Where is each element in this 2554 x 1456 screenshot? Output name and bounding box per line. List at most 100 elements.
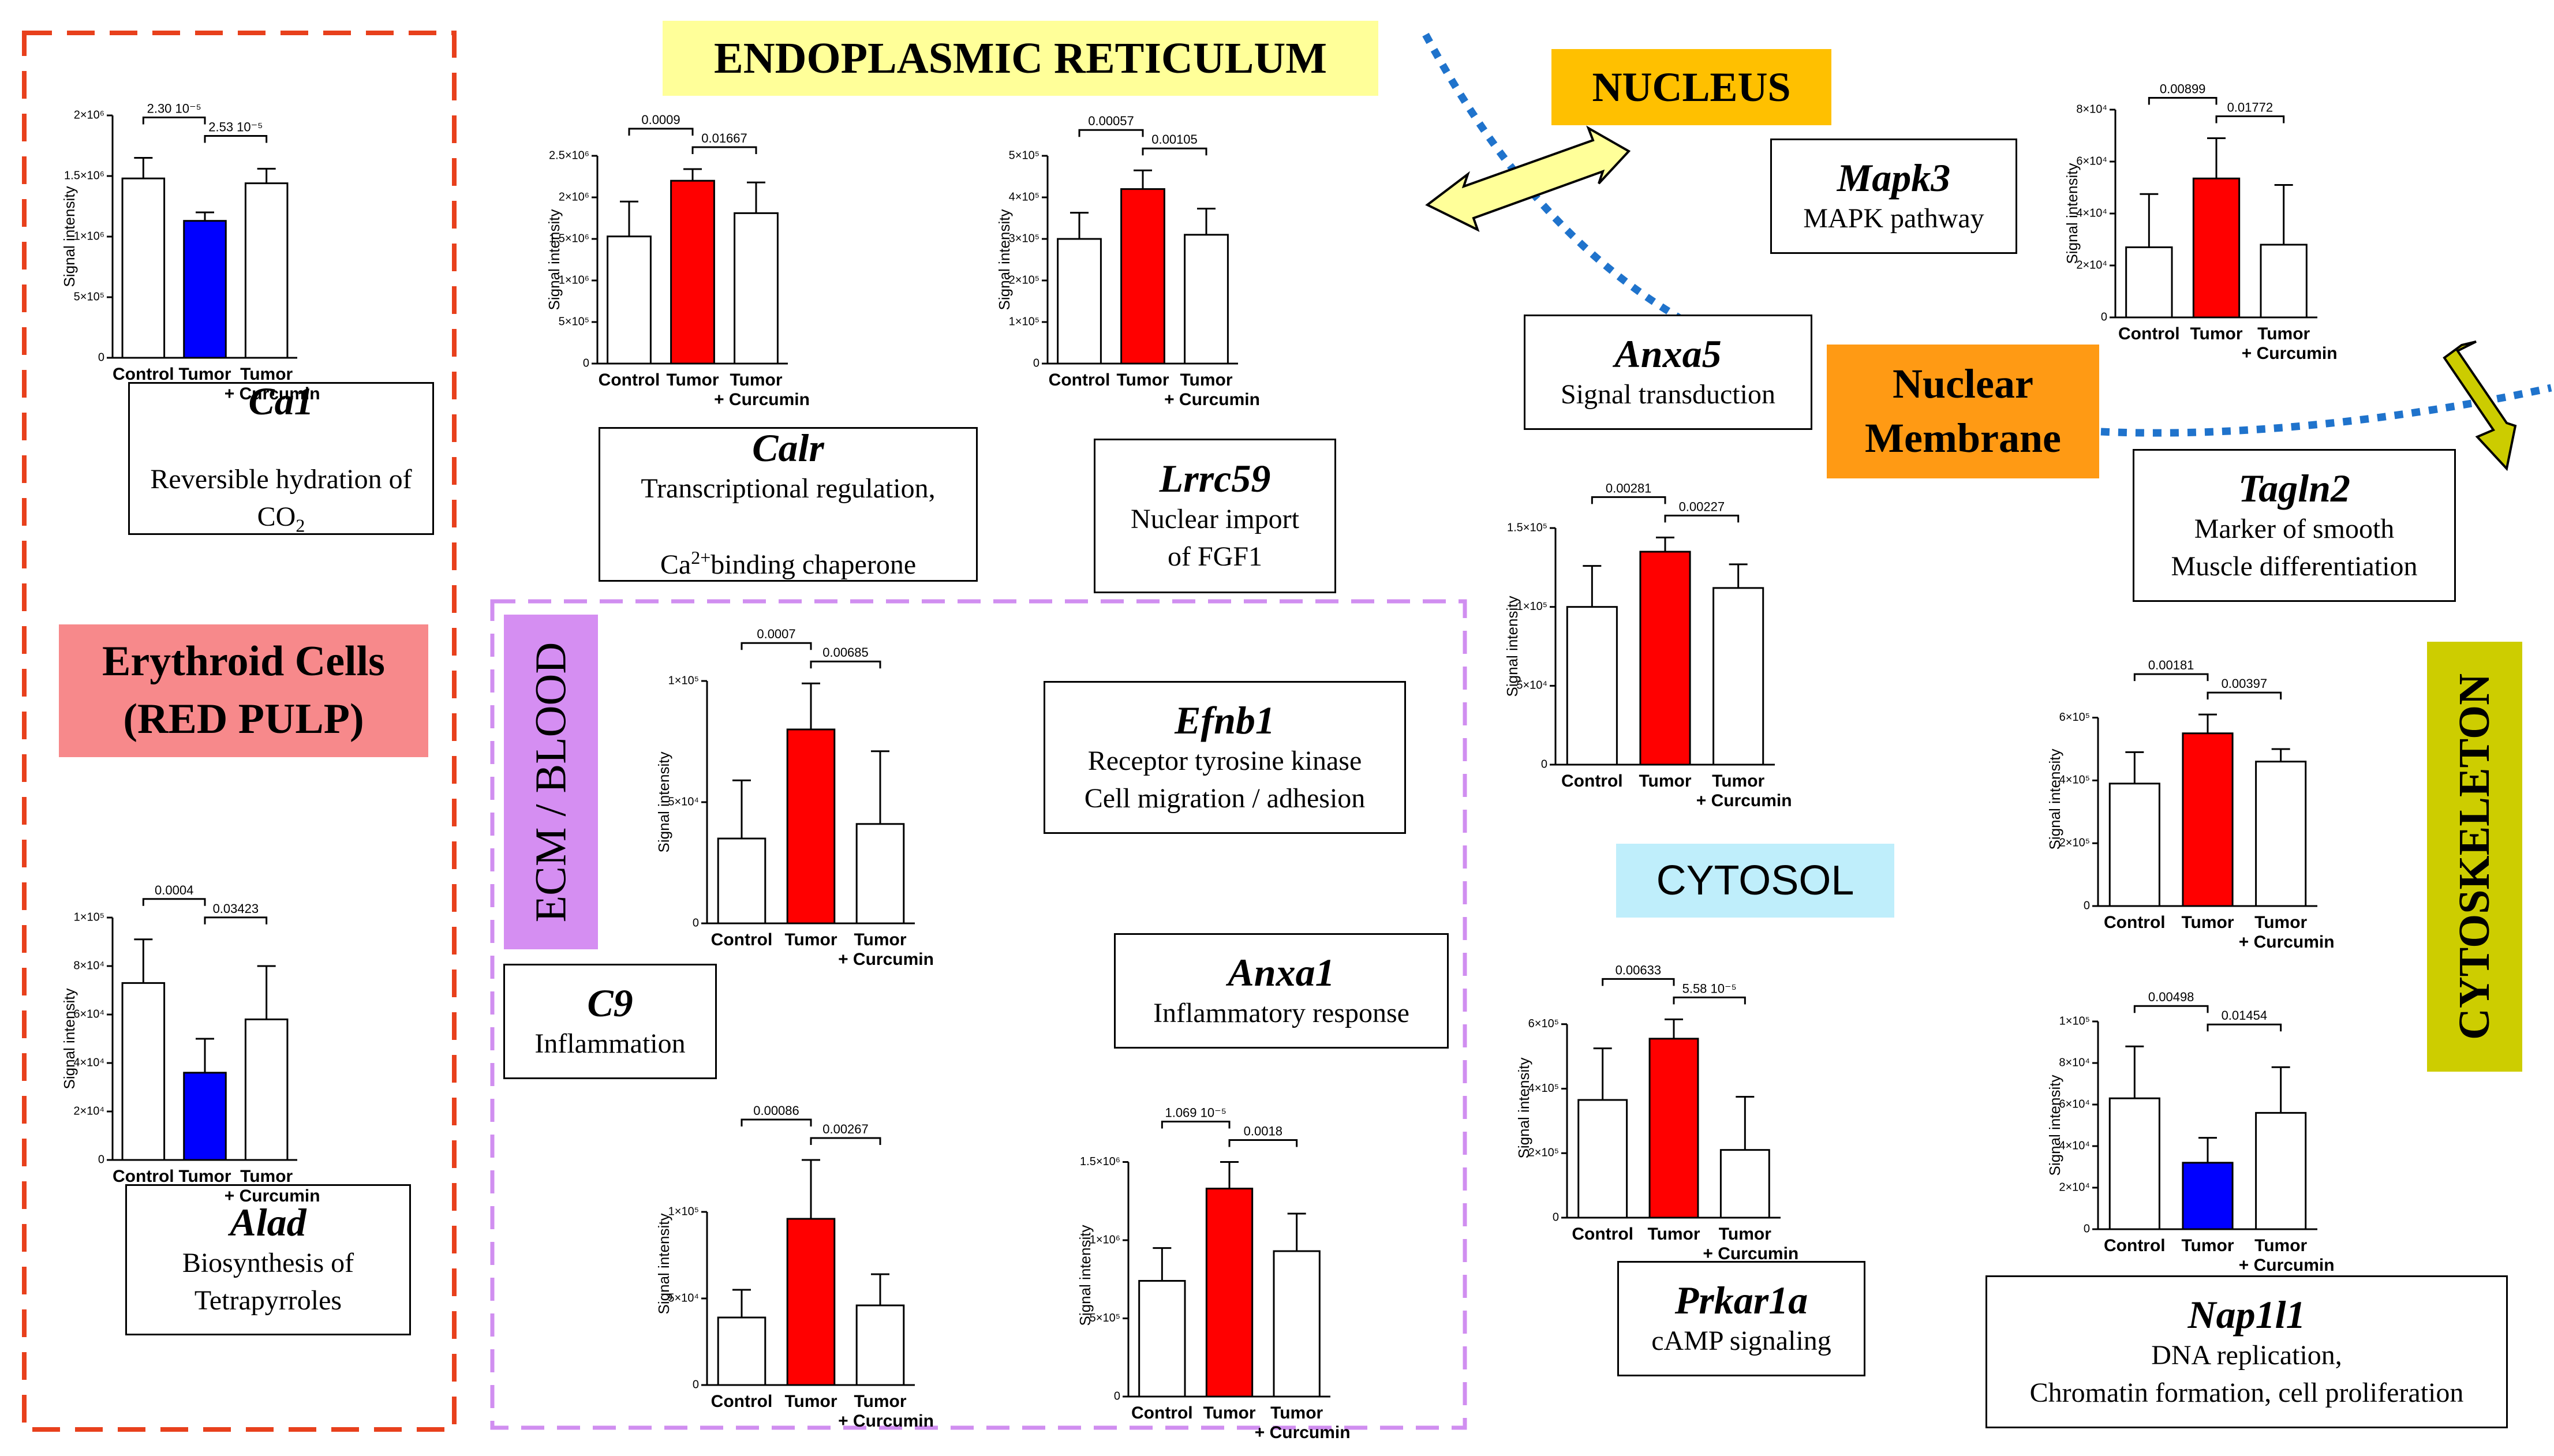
p-value-label: 0.03423 [213,901,259,916]
significance-bracket [1673,996,1746,1005]
x-tick-label: Tumor [240,1167,293,1186]
y-tick-label: 1×10⁵ [1517,600,1547,613]
bar-chart-calr: Signal intensity05×10⁵1×10⁶1.5×10⁶2×10⁶2… [545,113,810,409]
gene-name: Anxa5 [1614,331,1722,376]
x-tick-label: + Curcumin [1255,1423,1351,1442]
y-tick-label: 4×10⁵ [2059,774,2090,787]
significance-bracket [2133,1005,2209,1013]
y-tick-label: 0 [98,1153,104,1166]
y-axis-label: Signal intensity [655,752,672,853]
x-tick-label: Control [711,1392,773,1411]
y-tick-label: 0 [1114,1390,1120,1402]
bar-tumor-curcumin [1184,234,1229,365]
gene-description-superscript: 2+ [691,547,711,568]
significance-bracket [1591,496,1666,504]
y-tick-label: 5×10⁵ [1009,149,1039,162]
significance-bracket [2207,691,2282,700]
x-tick-label: Tumor [854,1392,906,1411]
bar-chart-nap1l1: Signal intensity02×10⁴4×10⁴6×10⁴8×10⁴1×1… [2046,990,2335,1275]
y-tick-label: 4×10⁴ [73,1056,104,1069]
y-axis-label: Signal intensity [545,209,563,310]
y-tick-label: 0 [98,351,104,364]
y-tick-label: 1×10⁵ [74,911,104,923]
x-tick-label: Tumor [1203,1403,1255,1423]
x-tick-label: Tumor [730,370,782,390]
y-tick-label: 0 [2084,899,2090,912]
gene-description-text: Reversible hydration of CO [150,464,412,532]
significance-bracket [2133,673,2209,682]
bar-tumor [1648,1038,1699,1219]
x-tick-label: + Curcumin [2242,344,2338,363]
p-value-label: 0.00105 [1151,132,1198,147]
bar-tumor [1205,1188,1254,1398]
gene-box-prkar1a: Prkar1a cAMP signaling [1617,1261,1865,1376]
y-tick-label: 2.5×10⁶ [549,149,589,162]
p-value-label: 0.0004 [155,883,193,897]
bar-tumor-curcumin [2255,761,2307,907]
x-tick-label: Tumor [2181,913,2234,932]
y-tick-label: 6×10⁵ [1528,1017,1559,1030]
gene-box-anxa5: Anxa5 Signal transduction [1524,315,1812,430]
gene-description: Inflammation [534,1028,686,1059]
x-tick-label: Tumor [240,365,293,384]
bar-control [717,1316,766,1386]
x-tick-label: + Curcumin [2239,1256,2335,1275]
y-tick-label: 5×10⁵ [74,290,104,303]
p-value-label: 0.00057 [1088,114,1134,128]
y-tick-label: 8×10⁴ [2059,1056,2090,1069]
x-tick-label: Control [599,370,660,390]
significance-bracket [1161,1121,1231,1129]
gene-box-c9: C9 Inflammation [503,964,717,1079]
y-tick-label: 0 [2101,310,2107,323]
p-value-label: 0.00498 [2148,990,2194,1004]
gene-description: MAPK pathway [1803,203,1984,234]
significance-bracket [1142,147,1207,156]
y-tick-label: 1.5×10⁶ [1080,1155,1120,1168]
gene-description: DNA replication, Chromatin formation, ce… [2029,1339,2464,1408]
chart-body: Signal intensity02×10⁴4×10⁴6×10⁴8×10⁴1×1… [2046,990,2335,1275]
y-tick-label: 6×10⁴ [2059,1098,2090,1110]
significance-bracket [2215,115,2285,123]
x-tick-label: Tumor [854,930,906,949]
x-tick-label: Control [2118,324,2180,343]
y-axis-label: Signal intensity [1515,1058,1532,1159]
significance-bracket [1602,978,1675,986]
bar-tumor-curcumin [244,182,289,359]
bar-control [1566,606,1618,766]
x-tick-label: + Curcumin [225,384,320,403]
x-tick-label: Control [711,930,773,949]
x-tick-label: + Curcumin [1703,1244,1798,1263]
bar-tumor [2182,732,2234,907]
significance-bracket [691,146,757,155]
gene-description: Transcriptional regulation, [641,473,936,504]
y-tick-label: 0 [693,916,699,929]
y-axis-label: Signal intensity [1504,596,1521,697]
gene-description: Reversible hydration of CO2 [148,424,414,538]
gene-box-ca1: Ca1 Reversible hydration of CO2 [128,379,434,538]
y-tick-label: 6×10⁴ [73,1008,104,1020]
gene-box-alad: Alad Biosynthesis of Tetrapyrroles [125,1184,411,1335]
gene-description: Biosynthesis of Tetrapyrroles [182,1248,354,1316]
y-tick-label: 0 [1553,1211,1559,1223]
bar-control [2125,246,2173,319]
x-tick-label: Tumor [2181,1236,2234,1255]
bar-control [1577,1099,1628,1219]
gene-description-ca: Ca [660,549,691,580]
bar-control [121,177,166,359]
y-tick-label: 0 [1033,357,1039,369]
x-tick-label: Tumor [666,370,719,390]
bar-control [1057,238,1102,365]
p-value-label: 0.01667 [701,131,747,145]
erythroid-frame [22,31,457,1432]
bar-tumor [183,220,227,359]
label-cytoskeleton-text: CYTOSKELETON [2450,673,2499,1040]
x-tick-label: Tumor [784,930,837,949]
p-value-label: 0.00633 [1616,963,1662,977]
x-tick-label: Tumor [1647,1225,1700,1244]
x-tick-label: + Curcumin [1164,390,1260,409]
